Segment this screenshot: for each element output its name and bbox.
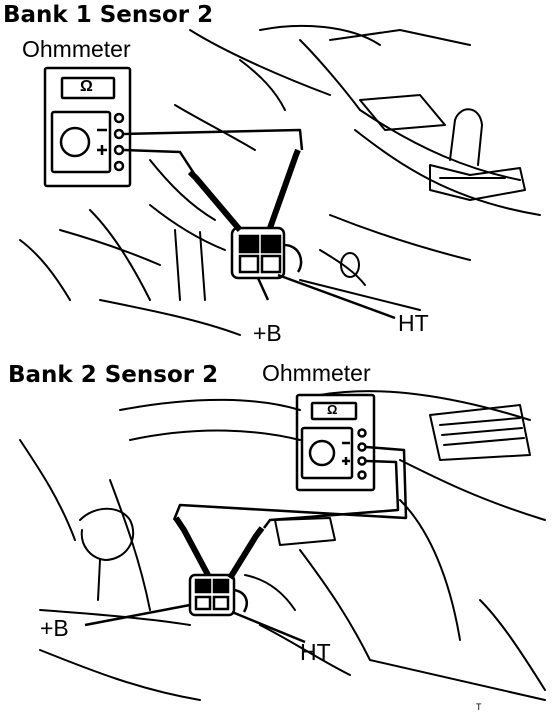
bank2-ht-label: HT bbox=[300, 639, 331, 665]
bank2-scene bbox=[19, 390, 546, 701]
bank2-connector bbox=[84, 573, 306, 644]
bank1-heading: Bank 1 Sensor 2 bbox=[3, 2, 214, 28]
bank1-ohm-symbol: Ω bbox=[80, 78, 93, 95]
bank1-ht-label: HT bbox=[398, 310, 429, 336]
bank2-plus-b-label: +B bbox=[40, 615, 69, 641]
bank2-heading: Bank 2 Sensor 2 bbox=[8, 362, 219, 388]
bank2-ohmmeter bbox=[295, 393, 376, 492]
bank2-ohmmeter-label: Ohmmeter bbox=[262, 360, 371, 386]
bank1-test-leads bbox=[122, 128, 304, 232]
bank1-connector bbox=[230, 226, 396, 320]
corner-mark: T bbox=[476, 702, 482, 712]
bank1-ohmmeter-label: Ohmmeter bbox=[22, 36, 131, 62]
bank2-ohm-symbol: Ω bbox=[327, 402, 338, 417]
bank2-test-leads bbox=[172, 445, 408, 580]
bank1-scene bbox=[19, 24, 541, 336]
bank1-ohmmeter bbox=[43, 66, 132, 188]
bank1-plus-b-label: +B bbox=[253, 320, 282, 346]
